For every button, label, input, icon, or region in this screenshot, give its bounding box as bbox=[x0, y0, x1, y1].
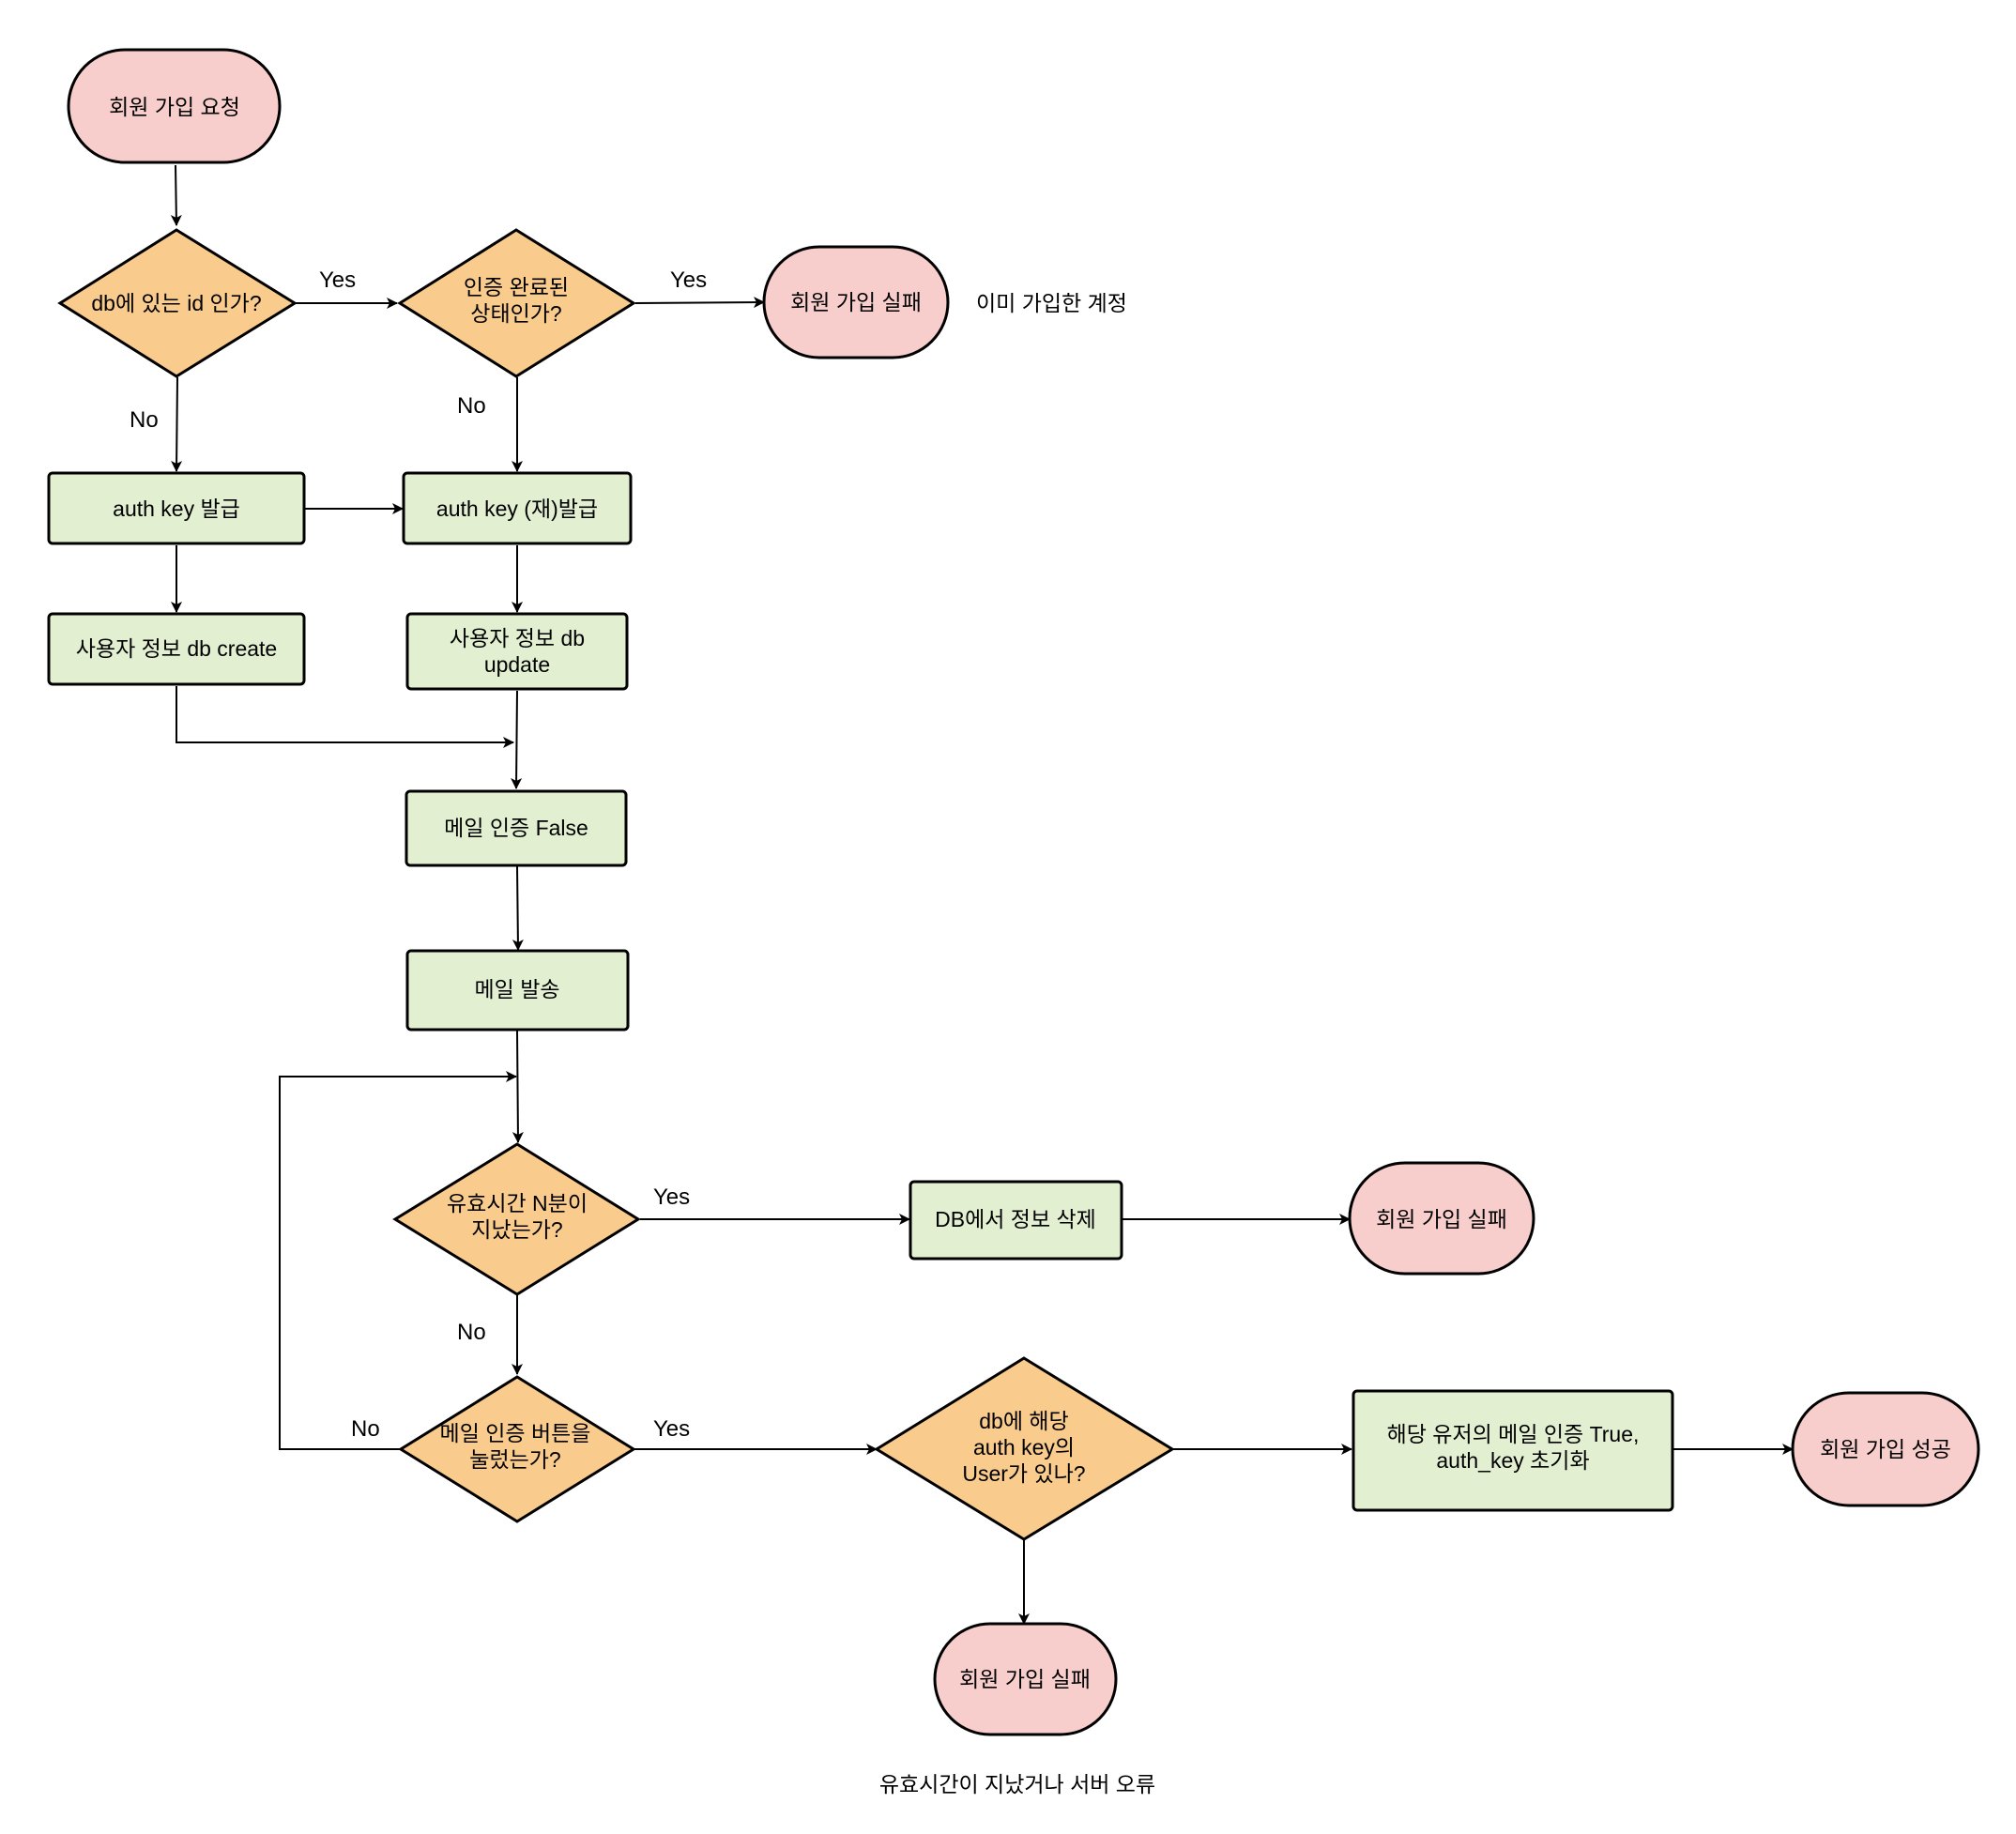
edge-id-check-no bbox=[171, 376, 183, 472]
fail-server-label: 회원 가입 실패 bbox=[959, 1667, 1091, 1691]
edge-label-timeout-no: No bbox=[457, 1320, 486, 1345]
key-reissue-label: auth key (재)발급 bbox=[436, 497, 598, 521]
label-line: 회원 가입 요청 bbox=[109, 95, 240, 119]
label-line: 지났는가? bbox=[471, 1217, 562, 1242]
label-line: auth key의 bbox=[973, 1435, 1075, 1460]
label-line: auth key 발급 bbox=[113, 497, 240, 521]
verify-label: 해당 유저의 메일 인증 True,auth_key 초기화 bbox=[1387, 1422, 1640, 1473]
process-key-issue bbox=[47, 471, 306, 545]
label-line: 인증 완료된 bbox=[464, 275, 569, 299]
process-db-create bbox=[47, 612, 306, 686]
edge-mail-false-to-send bbox=[512, 864, 524, 951]
label-line: auth_key 초기화 bbox=[1436, 1448, 1589, 1473]
process-db-update bbox=[405, 612, 629, 691]
label-line: auth key (재)발급 bbox=[436, 497, 598, 521]
label-line: User가 있나? bbox=[962, 1461, 1085, 1486]
edge-label-clicked-no: No bbox=[351, 1416, 380, 1442]
label-line: 회원 가입 성공 bbox=[1820, 1437, 1951, 1461]
label-line: 상태인가? bbox=[470, 301, 561, 326]
label-line: 회원 가입 실패 bbox=[1376, 1207, 1507, 1231]
edge-label-verified-no: No bbox=[457, 393, 486, 419]
edge-send-to-timeout bbox=[512, 1029, 524, 1143]
success-node bbox=[1791, 1391, 1980, 1507]
label-line: 사용자 정보 db create bbox=[76, 636, 277, 661]
label-line: db에 해당 bbox=[979, 1409, 1068, 1433]
decision-id-exists bbox=[57, 228, 298, 378]
db-create-label: 사용자 정보 db create bbox=[76, 636, 277, 661]
label-line: 메일 인증 False bbox=[444, 816, 588, 840]
processes bbox=[47, 471, 1674, 1512]
note-timeout-or-error: 유효시간이 지났거나 서버 오류 bbox=[879, 1772, 1155, 1796]
decisions bbox=[57, 228, 1175, 1541]
edge-label-verified-yes: Yes bbox=[670, 267, 707, 293]
process-mail-false bbox=[405, 789, 628, 867]
success-label: 회원 가입 성공 bbox=[1820, 1437, 1951, 1461]
label-line: 메일 발송 bbox=[474, 977, 559, 1001]
edge-create-to-merge bbox=[176, 686, 514, 748]
send-mail-label: 메일 발송 bbox=[474, 977, 559, 1001]
label-line: 회원 가입 실패 bbox=[790, 290, 922, 314]
edge-labels: Yes Yes No No Yes No No Yes bbox=[130, 267, 707, 1442]
terminals bbox=[67, 48, 1980, 1736]
edge-label-timeout-yes: Yes bbox=[653, 1184, 690, 1210]
process-delete bbox=[909, 1180, 1123, 1261]
notes: 이미 가입한 계정 유효시간이 지났거나 서버 오류 bbox=[879, 291, 1155, 1796]
fail-timeout-label: 회원 가입 실패 bbox=[1376, 1207, 1507, 1231]
label-line: 유효시간 N분이 bbox=[447, 1191, 588, 1215]
delete-label: DB에서 정보 삭제 bbox=[935, 1207, 1096, 1231]
label-line: 눌렀는가? bbox=[469, 1447, 560, 1472]
fail-node-already bbox=[762, 245, 950, 359]
id-exists-label: db에 있는 id 인가? bbox=[91, 291, 261, 315]
edge-update-to-mail-false bbox=[511, 690, 523, 789]
label-line: 메일 인증 버튼을 bbox=[440, 1421, 591, 1445]
decision-clicked bbox=[398, 1375, 636, 1523]
fail-node-timeout bbox=[1348, 1161, 1535, 1276]
key-issue-label: auth key 발급 bbox=[113, 497, 240, 521]
label-line: db에 있는 id 인가? bbox=[91, 291, 261, 315]
fail-already-label: 회원 가입 실패 bbox=[790, 290, 922, 314]
label-line: update bbox=[484, 652, 550, 677]
edge-verified-yes bbox=[634, 297, 765, 309]
mail-false-label: 메일 인증 False bbox=[444, 816, 588, 840]
edge-label-id-yes: Yes bbox=[319, 267, 356, 293]
label-line: 해당 유저의 메일 인증 True, bbox=[1387, 1422, 1640, 1446]
label-line: DB에서 정보 삭제 bbox=[935, 1207, 1096, 1231]
fail-node-server bbox=[933, 1622, 1118, 1736]
decision-timeout bbox=[392, 1142, 641, 1296]
decision-verified bbox=[397, 228, 636, 378]
start-node bbox=[67, 48, 282, 164]
start-label: 회원 가입 요청 bbox=[109, 95, 240, 119]
label-line: 회원 가입 실패 bbox=[959, 1667, 1091, 1691]
process-verify bbox=[1352, 1389, 1674, 1512]
decision-user-key bbox=[874, 1356, 1175, 1541]
process-key-reissue bbox=[402, 471, 633, 545]
note-already-registered: 이미 가입한 계정 bbox=[976, 291, 1127, 315]
edge-label-id-no: No bbox=[130, 407, 159, 433]
label-line: 사용자 정보 db bbox=[450, 626, 585, 650]
process-send-mail bbox=[405, 949, 630, 1032]
edges bbox=[170, 164, 1794, 1625]
edge-clicked-no-loop bbox=[279, 1071, 517, 1450]
edge-label-clicked-yes: Yes bbox=[653, 1416, 690, 1442]
